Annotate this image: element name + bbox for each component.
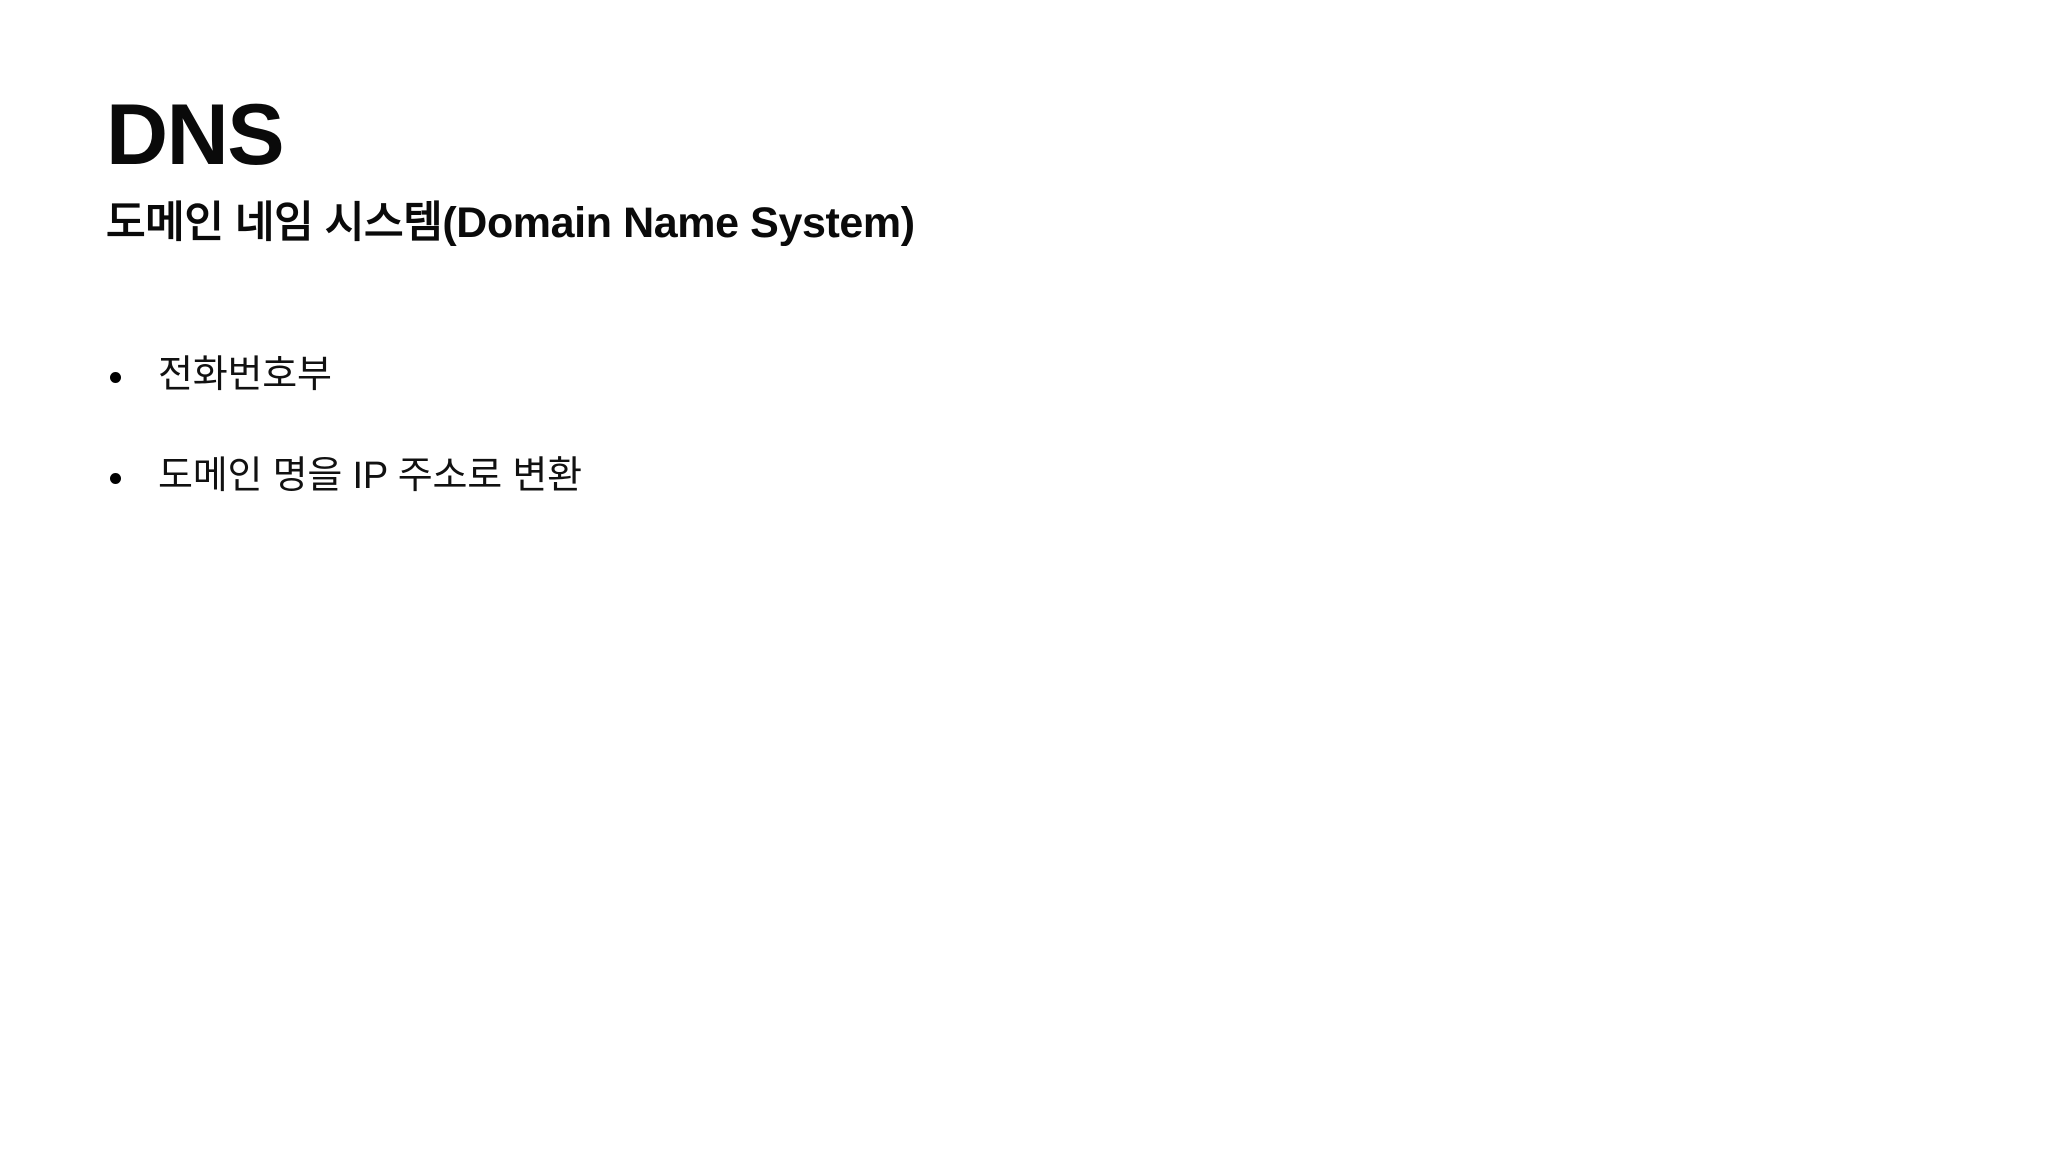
list-item-label: 도메인 명을 IP 주소로 변환 [158,454,582,497]
page-title: DNS [106,87,285,183]
bullet-dot-icon [110,472,121,484]
list-item-label: 전화번호부 [158,354,332,396]
list-item: 도메인 명을 IP 주소로 변환 [106,453,1926,501]
bullet-list: 전화번호부 도메인 명을 IP 주소로 변환 [106,352,1926,500]
slide-subtitle: 도메인 네임 시스템(Domain Name System) [106,198,915,247]
slide-header: DNS 도메인 네임 시스템(Domain Name System) [106,87,1926,249]
list-item: 전화번호부 [106,352,1926,400]
bullet-dot-icon [110,372,121,383]
